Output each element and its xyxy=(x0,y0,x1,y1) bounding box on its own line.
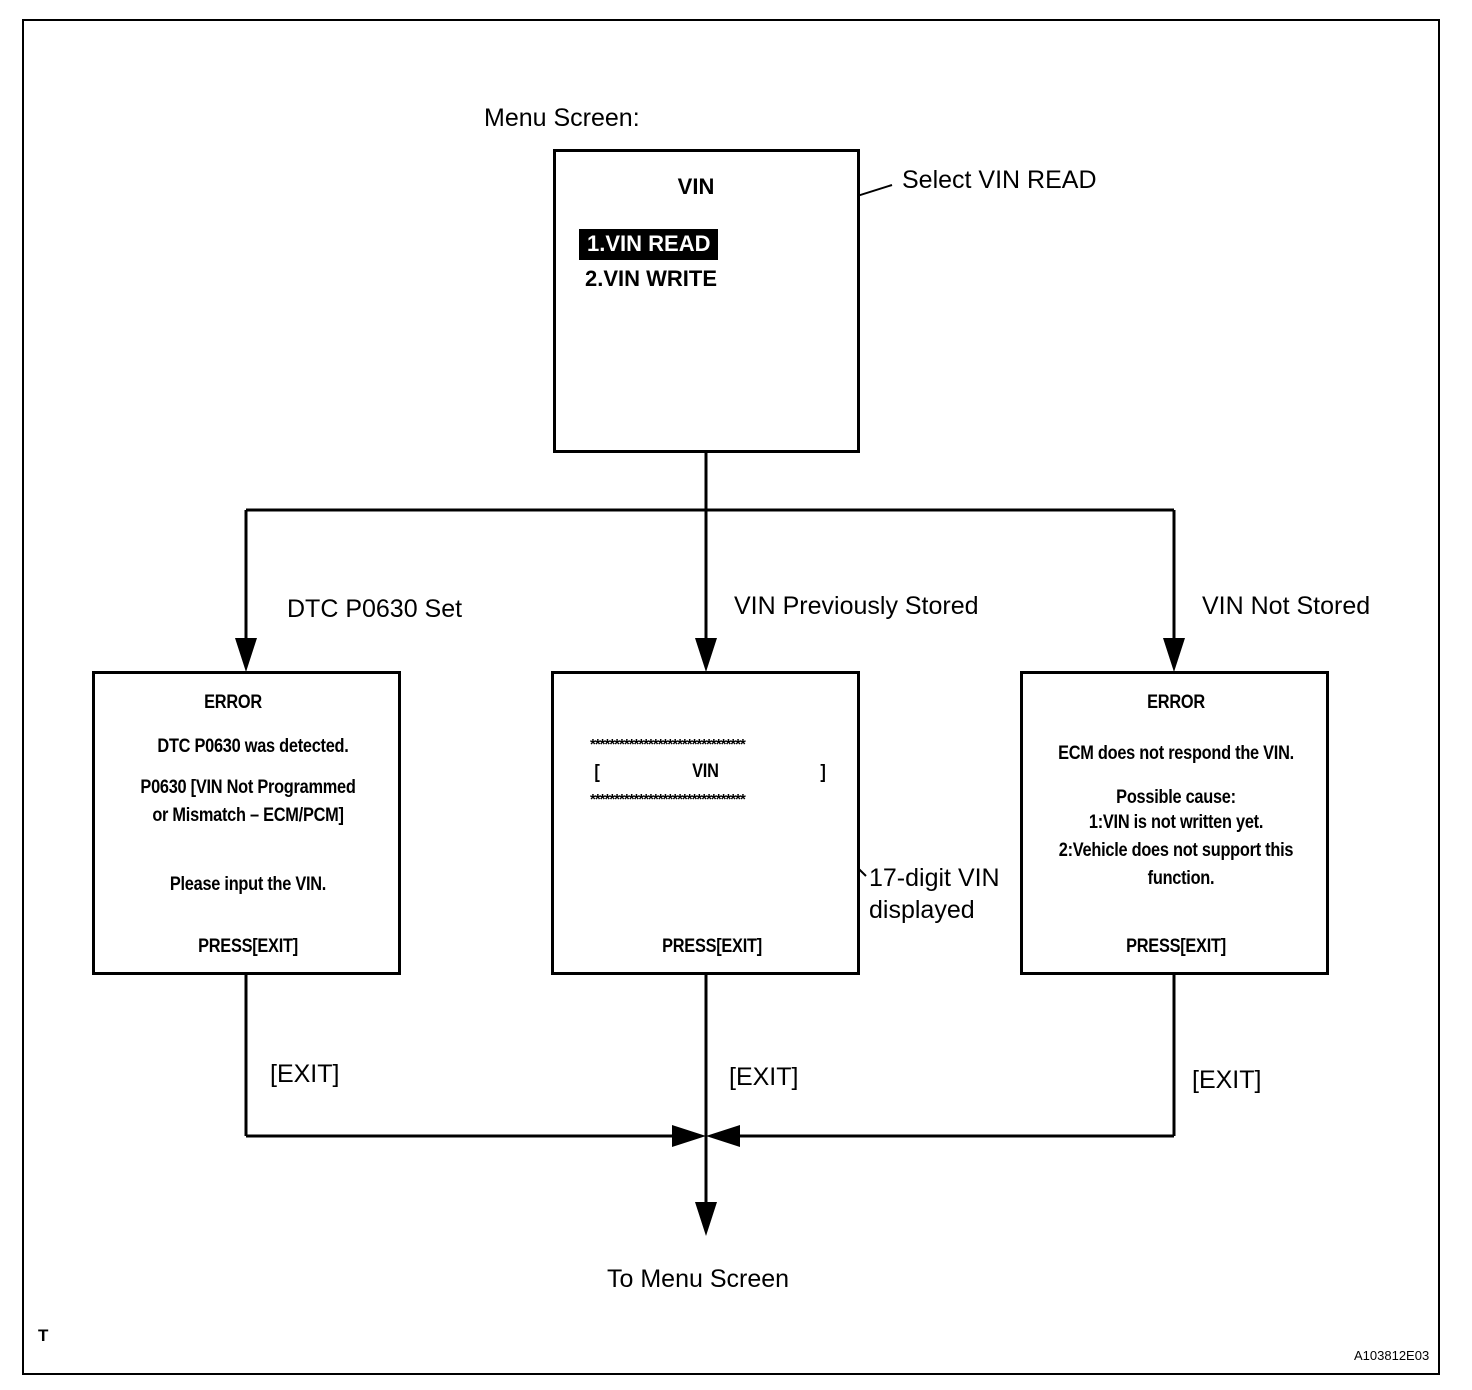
vin-callout-line2: displayed xyxy=(869,896,975,924)
vin-display-screen: ******************************** [ VIN ]… xyxy=(551,671,860,975)
dtc-input-prompt: Please input the VIN. xyxy=(169,874,327,895)
exit-label-left: [EXIT] xyxy=(270,1060,340,1088)
branch-label-previously-stored: VIN Previously Stored xyxy=(734,592,979,620)
dtc-error-title: ERROR xyxy=(204,692,262,713)
figure-frame xyxy=(22,19,1440,1375)
cause-not-written: 1:VIN is not written yet. xyxy=(1088,812,1264,833)
cause-function-text: function. xyxy=(1147,868,1215,889)
branch-label-not-stored: VIN Not Stored xyxy=(1202,592,1371,620)
menu-screen-caption: Menu Screen: xyxy=(484,104,640,132)
corner-mark: T xyxy=(38,1326,49,1345)
arrowhead-left-down xyxy=(235,638,257,672)
cause-not-supported: 2:Vehicle does not support this xyxy=(1058,840,1294,861)
not-stored-error-title: ERROR xyxy=(1147,692,1205,713)
not-stored-press-exit[interactable]: PRESS[EXIT] xyxy=(1126,936,1226,957)
figure-id: A103812E03 xyxy=(1354,1348,1430,1363)
arrowhead-right-down xyxy=(1163,638,1185,672)
vin-value-label: VIN xyxy=(692,761,719,782)
vin-stars-top: ******************************** xyxy=(590,736,746,753)
vin-stars-bottom: ******************************** xyxy=(590,791,746,808)
menu-item-vin-read[interactable]: 1.VIN READ xyxy=(579,229,719,260)
vin-bracket-close: ] xyxy=(820,762,826,783)
exit-label-right: [EXIT] xyxy=(1192,1066,1262,1094)
arrowhead-merge-right xyxy=(706,1125,740,1147)
no-response-text: ECM does not respond the VIN. xyxy=(1058,743,1294,764)
menu-item-vin-write[interactable]: 2.VIN WRITE xyxy=(585,266,718,291)
dtc-press-exit[interactable]: PRESS[EXIT] xyxy=(198,936,298,957)
branch-label-dtc: DTC P0630 Set xyxy=(287,595,463,623)
dtc-detected-text: DTC P0630 was detected. xyxy=(157,736,349,757)
arrowhead-merge-left xyxy=(672,1125,706,1147)
dtc-mismatch-text: or Mismatch – ECM/PCM] xyxy=(152,805,344,826)
arrowhead-to-menu xyxy=(695,1202,717,1236)
menu-title: VIN xyxy=(677,174,715,199)
vin-press-exit[interactable]: PRESS[EXIT] xyxy=(662,936,762,957)
select-callout-label: Select VIN READ xyxy=(902,166,1097,194)
possible-cause-heading: Possible cause: xyxy=(1116,787,1236,808)
menu-screen-box: VIN 1.VIN READ 2.VIN WRITE xyxy=(553,149,860,453)
not-stored-error-screen: ERROR ECM does not respond the VIN. Poss… xyxy=(1020,671,1329,975)
dtc-error-screen: ERROR DTC P0630 was detected. P0630 [VIN… xyxy=(92,671,401,975)
dtc-code-text: P0630 [VIN Not Programmed xyxy=(140,777,356,798)
arrowhead-center-down xyxy=(695,638,717,672)
destination-label: To Menu Screen xyxy=(607,1265,790,1293)
exit-label-center: [EXIT] xyxy=(729,1063,799,1091)
vin-callout-line1: 17-digit VIN xyxy=(869,864,1000,892)
vin-bracket-open: [ xyxy=(594,762,600,783)
